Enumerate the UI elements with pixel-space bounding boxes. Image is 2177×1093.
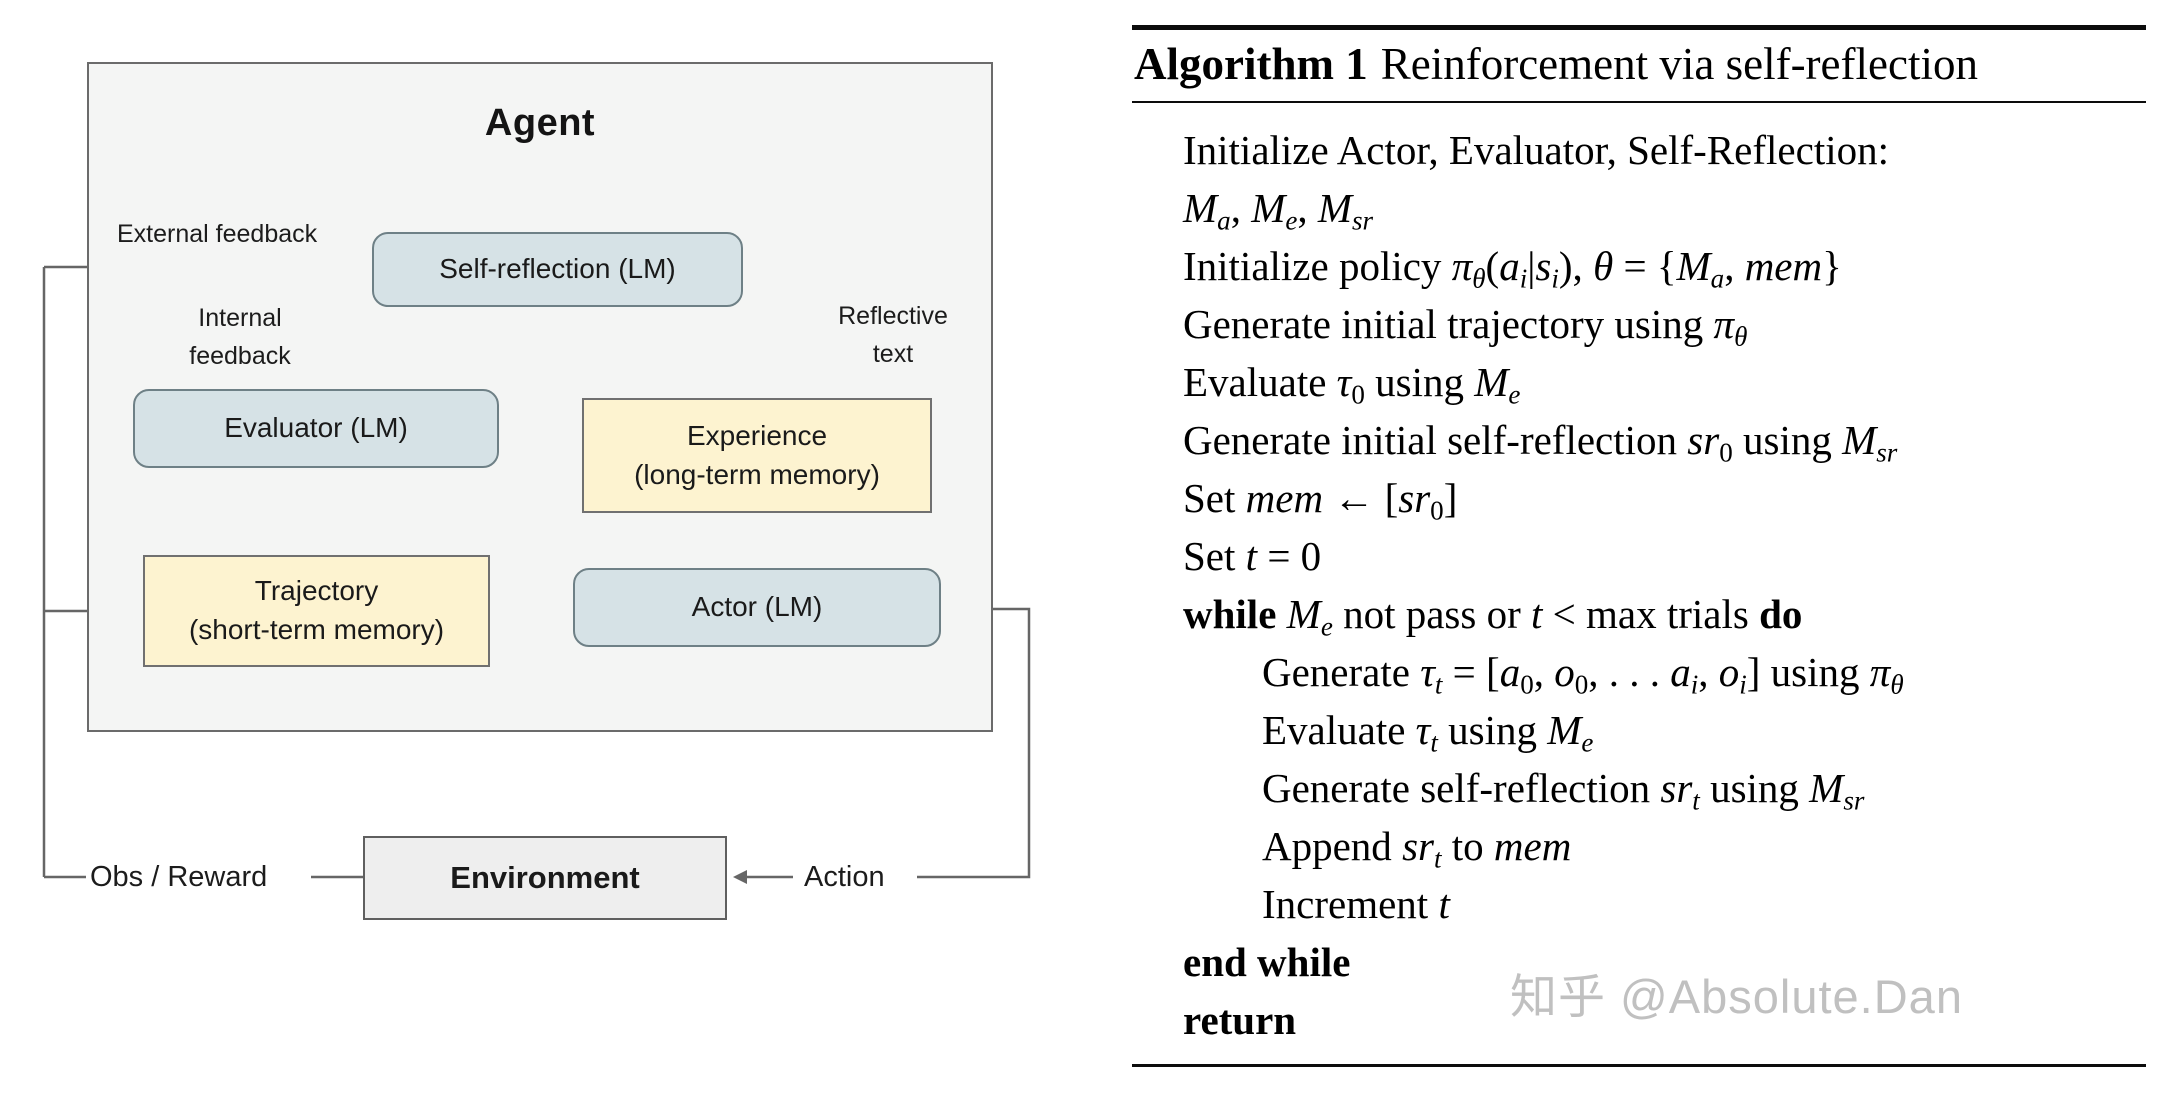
external-feedback-label: External feedback (117, 220, 318, 248)
agent-title: Agent (484, 102, 596, 144)
experience-box: Experience (long-term memory) (582, 398, 932, 513)
watermark: 知乎 @Absolute.Dan (1510, 970, 1963, 1023)
internal-feedback-label-line2: feedback (189, 341, 291, 370)
algorithm-line: Ma, Me, Msr (1183, 185, 1374, 236)
internal-feedback-label-line1: Internal (198, 304, 282, 332)
algorithm-line: Generate τt = [a0, o0, . . . ai, oi] usi… (1262, 649, 1904, 700)
experience-sublabel: (long-term memory) (634, 458, 880, 490)
algorithm-line: Set t = 0 (1183, 533, 1322, 579)
trajectory-sublabel: (short-term memory) (188, 614, 445, 645)
self-reflection-box: Self-reflection (LM) (372, 232, 743, 307)
algorithm-header-number: Algorithm 1 (1134, 39, 1368, 89)
action-label: Action (804, 861, 885, 893)
trajectory-label: Trajectory (254, 575, 379, 607)
algorithm-rule-mid (1132, 101, 2146, 103)
algorithm-line: Generate self-reflection srt using Msr (1262, 765, 1865, 816)
reflective-text-label: Reflective text (828, 298, 958, 373)
environment-box: Environment (363, 836, 727, 920)
algorithm-rule-top (1132, 25, 2146, 30)
reflective-text-label-line2: text (872, 339, 914, 368)
algorithm-line: Generate initial trajectory using πθ (1183, 301, 1748, 352)
actor-label: Actor (LM) (691, 591, 823, 623)
actor-box: Actor (LM) (573, 568, 941, 647)
algorithm-header-title: Reinforcement via self-reflection (1380, 39, 1978, 89)
algorithm-line: while Me not pass or t < max trials do (1183, 591, 1803, 642)
algorithm-line: Evaluate τ0 using Me (1183, 359, 1521, 410)
evaluator-label: Evaluator (LM) (224, 412, 408, 444)
algorithm-line: Initialize policy πθ(ai|si), θ = {Ma, me… (1183, 243, 1842, 294)
algorithm-line: Increment t (1262, 881, 1450, 927)
algorithm-line: Initialize Actor, Evaluator, Self-Reflec… (1183, 127, 1889, 173)
trajectory-box: Trajectory (short-term memory) (143, 555, 490, 667)
environment-label: Environment (450, 859, 640, 895)
experience-label: Experience (686, 419, 828, 451)
self-reflection-label: Self-reflection (LM) (439, 253, 676, 285)
algorithm-body: Initialize Actor, Evaluator, Self-Reflec… (1132, 121, 2177, 1049)
algorithm-line: end while (1183, 939, 1351, 985)
algorithm-line: Append srt to mem (1262, 823, 1572, 874)
algorithm-line: Evaluate τt using Me (1262, 707, 1594, 758)
reflective-text-label-line1: Reflective (838, 302, 948, 330)
algorithm-line: Generate initial self-reflection sr0 usi… (1183, 417, 1898, 468)
arrowhead-into-environment (733, 870, 747, 884)
evaluator-box: Evaluator (LM) (133, 389, 499, 468)
internal-feedback-label: Internal feedback (170, 300, 310, 375)
obs-reward-label: Obs / Reward (90, 861, 268, 893)
algorithm-line: return (1183, 997, 1297, 1043)
algorithm-rule-bottom (1132, 1064, 2146, 1067)
algorithm-line: Set mem ← [sr0] (1183, 475, 1458, 526)
